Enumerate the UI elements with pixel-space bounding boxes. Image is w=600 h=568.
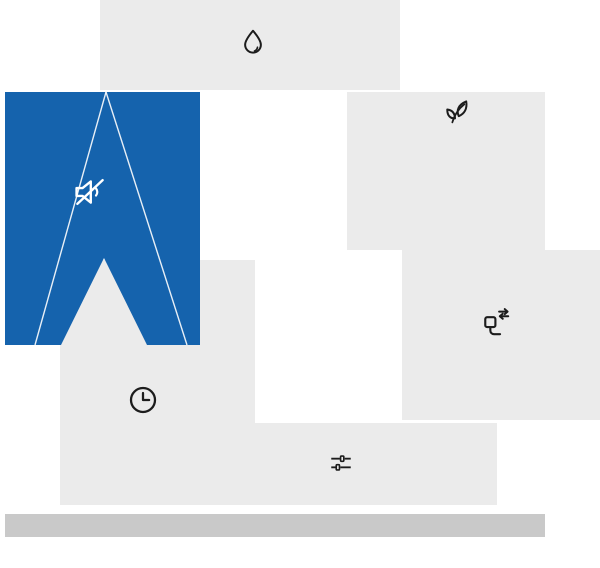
mute-ribbon[interactable] <box>5 92 200 345</box>
leaf-sprout-icon <box>446 100 468 124</box>
clock-icon <box>129 386 157 414</box>
plug-swap-icon <box>484 308 510 336</box>
tile-sliders[interactable] <box>200 423 497 505</box>
options-sliders-icon <box>331 455 351 471</box>
tile-leaf[interactable] <box>347 92 545 250</box>
muted-speaker-icon <box>75 178 104 206</box>
tile-water[interactable] <box>100 0 400 90</box>
bottom-bar <box>5 514 545 537</box>
water-drop-icon <box>244 29 262 54</box>
ribbon-shape <box>5 92 200 345</box>
tile-plug[interactable] <box>402 250 600 420</box>
